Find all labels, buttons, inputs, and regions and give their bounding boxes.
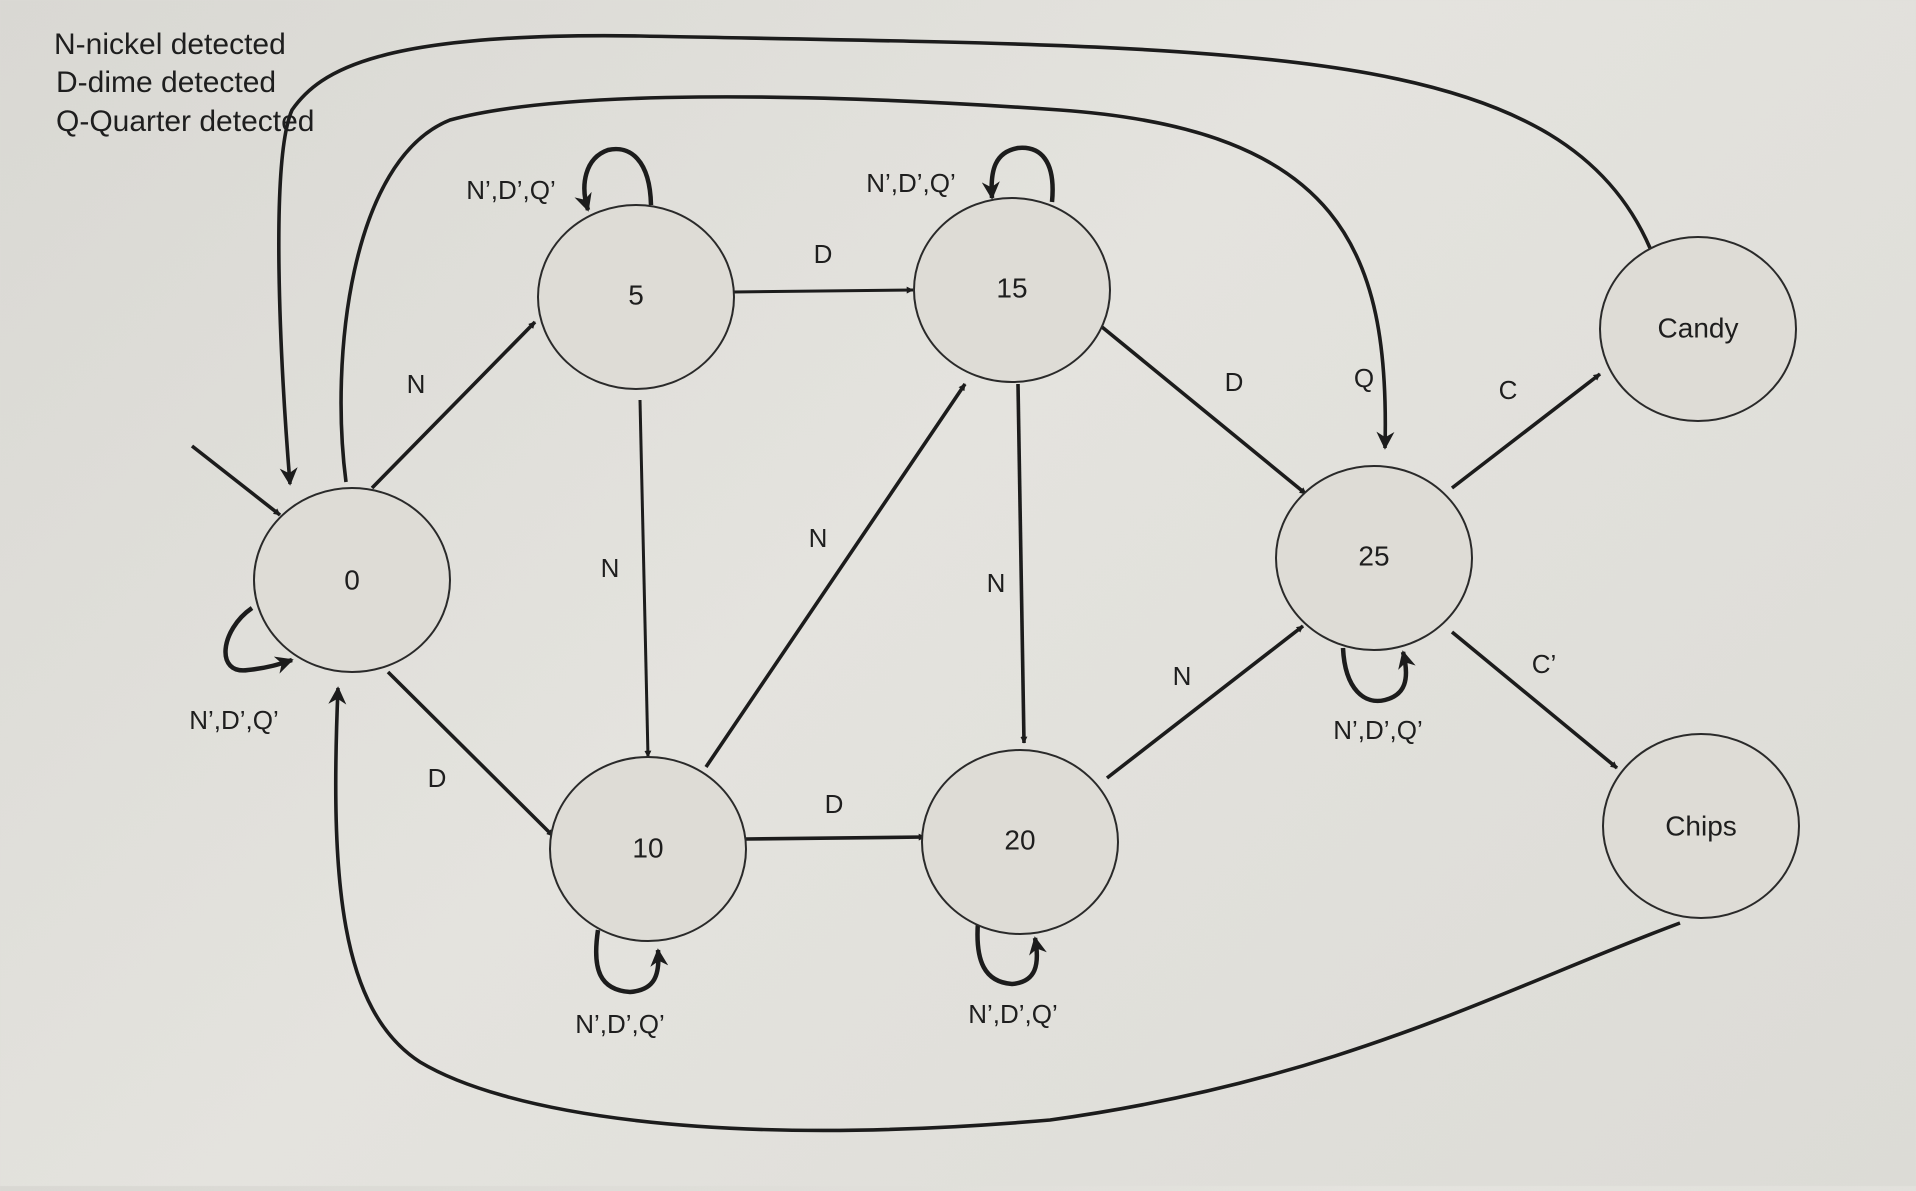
legend-dime: D-dime detected <box>56 66 276 99</box>
loop-20 <box>975 921 1047 987</box>
edge-labels: N D D N N D N D Q N C C’ <box>407 239 1557 819</box>
edge-0-to-5 <box>370 320 537 490</box>
return-arcs <box>277 33 1681 1133</box>
loop-15 <box>981 145 1055 203</box>
label-10-to-20: D <box>825 789 844 819</box>
loop-label-5: N’,D’,Q’ <box>466 175 556 205</box>
state-chips-label: Chips <box>1665 810 1737 841</box>
edge-candy-to-0 <box>277 33 1652 486</box>
state-candy-label: Candy <box>1658 312 1739 343</box>
loop-0 <box>223 606 294 674</box>
label-0-to-10: D <box>428 763 447 793</box>
state-25: 25 <box>1275 465 1473 651</box>
label-25-to-chips: C’ <box>1532 649 1557 679</box>
legend: N-nickel detected D-dime detected Q-Quar… <box>54 28 314 138</box>
legend-quarter: Q-Quarter detected <box>56 105 314 138</box>
state-chips: Chips <box>1602 733 1800 919</box>
state-25-label: 25 <box>1358 540 1389 571</box>
transitions <box>190 286 1619 841</box>
state-candy: Candy <box>1599 236 1797 422</box>
state-20-label: 20 <box>1004 824 1035 855</box>
edge-10-to-20 <box>745 833 926 841</box>
label-5-to-15: D <box>814 239 833 269</box>
loop-label-10: N’,D’,Q’ <box>575 1009 665 1039</box>
loop-label-15: N’,D’,Q’ <box>866 168 956 198</box>
edge-25-to-candy <box>1450 372 1602 490</box>
edge-15-to-20 <box>1016 383 1028 744</box>
state-15-label: 15 <box>996 272 1027 303</box>
label-0-to-25-q: Q <box>1354 363 1374 393</box>
state-10: 10 <box>549 756 747 942</box>
edge-5-to-10 <box>638 399 652 758</box>
loop-25 <box>1340 647 1416 704</box>
loop-labels: N’,D’,Q’ N’,D’,Q’ N’,D’,Q’ N’,D’,Q’ N’,D… <box>189 168 1423 1039</box>
loop-label-20: N’,D’,Q’ <box>968 999 1058 1029</box>
edge-0-to-25-arc <box>339 95 1395 483</box>
loop-5 <box>574 146 654 212</box>
state-5: 5 <box>537 204 735 390</box>
states: 0 5 10 15 20 25 Candy Chips <box>253 197 1800 942</box>
edge-20-to-25 <box>1105 624 1305 780</box>
edge-15-to-25 <box>1100 325 1308 496</box>
edge-entry <box>190 444 282 517</box>
loop-label-0: N’,D’,Q’ <box>189 705 279 735</box>
label-0-to-5: N <box>407 369 426 399</box>
label-15-to-20: N <box>987 568 1006 598</box>
state-10-label: 10 <box>632 832 663 863</box>
state-0-label: 0 <box>344 564 360 595</box>
self-loops <box>223 145 1416 995</box>
state-20: 20 <box>921 749 1119 935</box>
label-25-to-candy: C <box>1499 375 1518 405</box>
label-5-to-10: N <box>601 553 620 583</box>
edge-5-to-15 <box>732 286 914 294</box>
label-15-to-25-d: D <box>1225 367 1244 397</box>
edge-10-to-15 <box>704 382 967 769</box>
state-0: 0 <box>253 487 451 673</box>
legend-nickel: N-nickel detected <box>54 28 286 61</box>
label-20-to-25: N <box>1173 661 1192 691</box>
state-5-label: 5 <box>628 279 644 310</box>
edge-25-to-chips <box>1450 630 1619 770</box>
edge-0-to-10 <box>386 670 555 838</box>
edge-chips-to-0 <box>328 686 1681 1133</box>
state-15: 15 <box>913 197 1111 383</box>
loop-label-25: N’,D’,Q’ <box>1333 715 1423 745</box>
loop-10 <box>593 929 669 995</box>
label-10-to-15: N <box>809 523 828 553</box>
